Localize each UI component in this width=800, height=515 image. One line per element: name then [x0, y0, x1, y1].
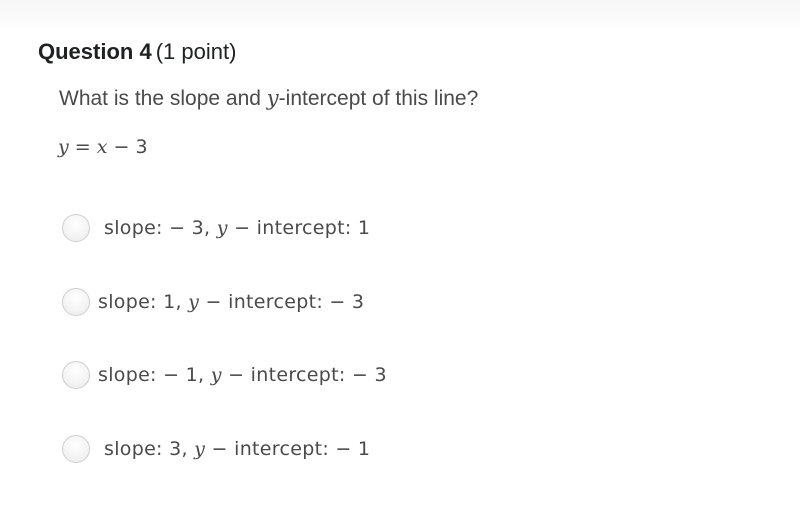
choice-slope: slope: − 3, [104, 217, 217, 239]
prompt-text-end: -intercept of this line? [278, 87, 479, 110]
question-heading: Question 4(1 point) [38, 38, 236, 66]
equation-variable: x [96, 136, 108, 158]
radio-button[interactable] [62, 214, 90, 242]
equation-constant: − 3 [107, 136, 148, 158]
prompt-variable: y [266, 86, 279, 110]
choice-label: slope: − 1, y − intercept: − 3 [98, 363, 387, 387]
choice-slope: slope: − 1, [98, 364, 211, 386]
question-points: (1 point) [155, 39, 237, 64]
choice-label: slope: 1, y − intercept: − 3 [98, 290, 364, 314]
choice-label: slope: 3, y − intercept: − 1 [104, 437, 370, 461]
top-strip [0, 0, 800, 34]
prompt-text-start: What is the slope and [59, 87, 267, 110]
choice-intercept: − intercept: − 3 [199, 291, 365, 313]
choice-slope: slope: 1, [98, 291, 189, 313]
question-number: Question 4 [38, 39, 152, 64]
equation-lhs: y [58, 136, 69, 158]
choice-variable: y [188, 291, 200, 313]
choice-intercept: − intercept: − 1 [205, 438, 371, 460]
answer-choice-1[interactable]: slope: − 3, y − intercept: 1 [62, 211, 562, 245]
radio-button[interactable] [62, 361, 90, 389]
radio-button[interactable] [62, 288, 90, 316]
question-prompt: What is the slope and y-intercept of thi… [59, 84, 478, 113]
choice-variable: y [216, 217, 228, 239]
choice-variable: y [194, 438, 206, 460]
equation-equals: = [68, 136, 97, 158]
choice-intercept: − intercept: − 3 [221, 364, 387, 386]
choice-intercept: − intercept: 1 [227, 217, 371, 239]
choice-variable: y [210, 364, 222, 386]
answer-choice-3[interactable]: slope: − 1, y − intercept: − 3 [62, 358, 562, 392]
choice-label: slope: − 3, y − intercept: 1 [104, 216, 370, 240]
radio-button[interactable] [62, 435, 90, 463]
answer-choice-4[interactable]: slope: 3, y − intercept: − 1 [62, 432, 562, 466]
choice-slope: slope: 3, [104, 438, 195, 460]
answer-choice-2[interactable]: slope: 1, y − intercept: − 3 [62, 285, 562, 319]
line-equation: y = x − 3 [58, 134, 148, 160]
